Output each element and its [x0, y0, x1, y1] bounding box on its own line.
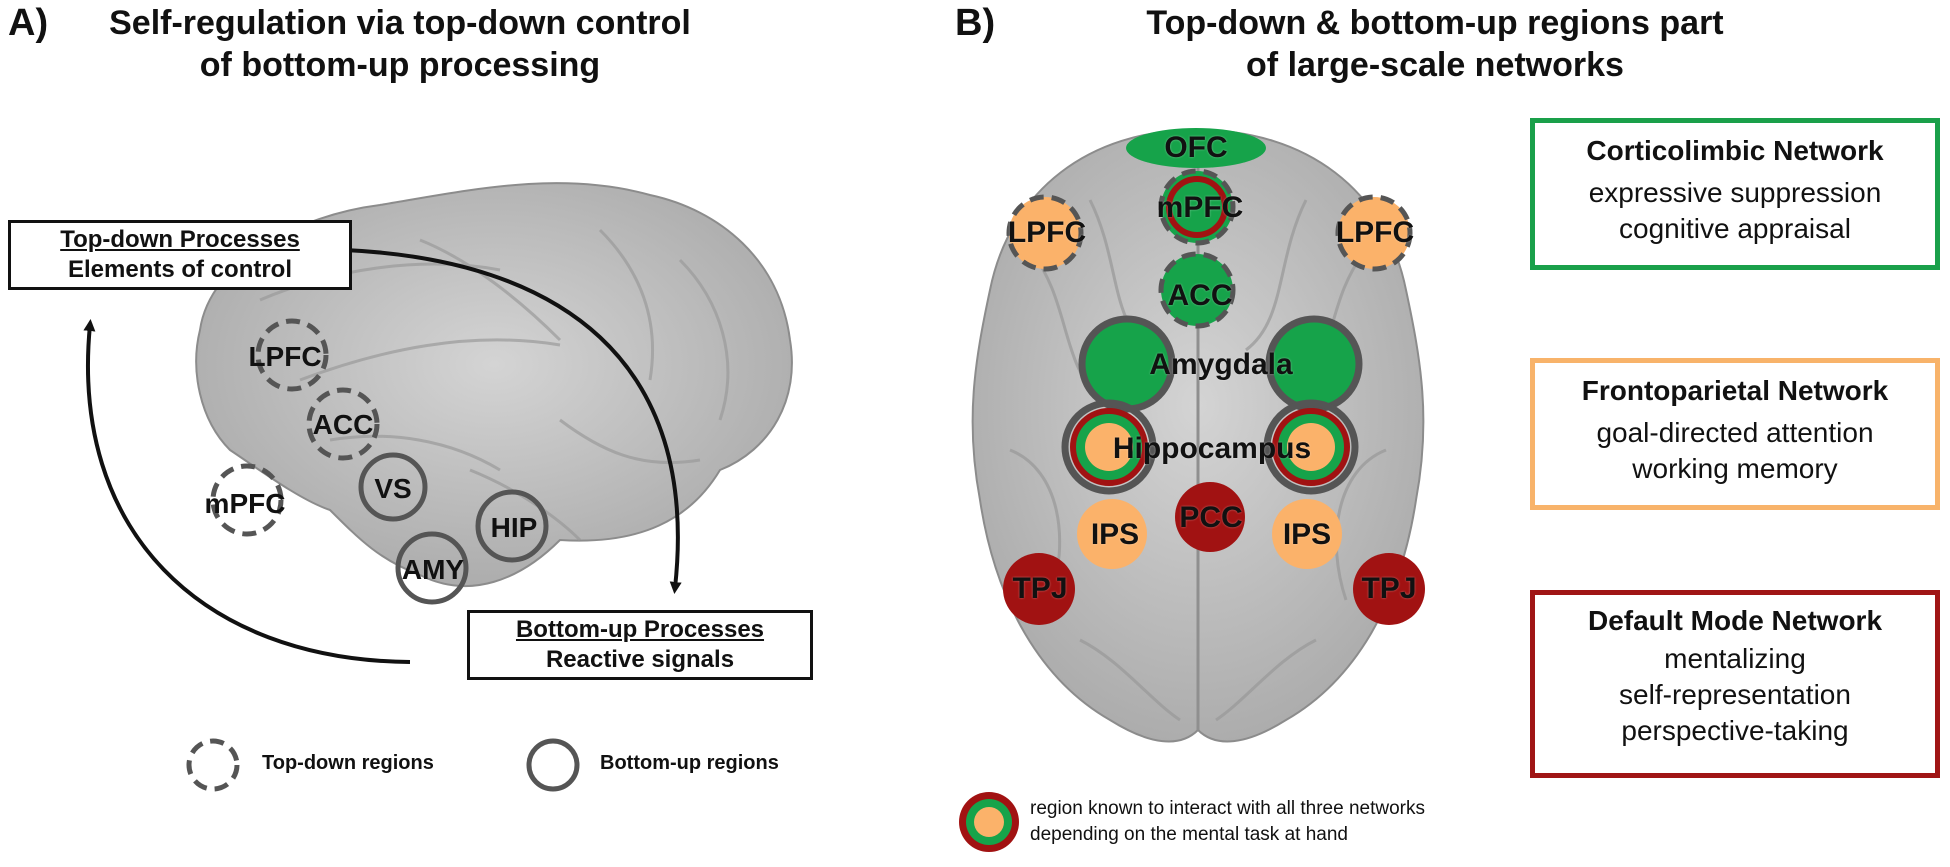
axial-brain	[971, 129, 1425, 743]
default-mode-line-3: perspective-taking	[1621, 715, 1849, 746]
hippocampus-right-orange	[1287, 423, 1335, 471]
panel-a-title-line1: Self-regulation via top-down control	[109, 4, 691, 42]
ofc-ellipse	[1126, 128, 1266, 168]
mpfc-region-redring	[1166, 176, 1228, 238]
amy-circle	[395, 531, 469, 605]
hippocampus-right-region	[1263, 399, 1359, 495]
pcc-region	[1175, 482, 1245, 552]
mpfc-circle	[210, 463, 284, 537]
frontoparietal-network-box: Frontoparietal Network goal-directed att…	[1530, 358, 1940, 510]
bottomup-arrow	[83, 319, 411, 664]
frontoparietal-network-title: Frontoparietal Network	[1581, 375, 1889, 406]
default-mode-network-title: Default Mode Network	[1587, 605, 1883, 636]
label-tpj-right: TPJ	[1361, 572, 1417, 605]
panel-b-title: Top-down & bottom-up regions part of lar…	[1040, 2, 1830, 86]
panel-a-letter: A)	[8, 2, 49, 44]
label-amy: AMY	[401, 554, 465, 585]
lpfc-circle	[255, 318, 329, 392]
label-vs: VS	[374, 473, 412, 504]
panel-a-title-line2: of bottom-up processing	[199, 46, 601, 84]
hippocampus-left-orange	[1085, 423, 1133, 471]
legend-multi-network-symbol-inner	[974, 807, 1004, 837]
corticolimbic-network-box: Corticolimbic Network expressive suppres…	[1530, 118, 1940, 270]
acc-region	[1158, 251, 1236, 329]
lpfc-left-circle	[1006, 194, 1084, 272]
label-tpj-left: TPJ	[1012, 572, 1068, 605]
label-ips-left: IPS	[1090, 518, 1140, 551]
label-hippocampus: Hippocampus	[1112, 432, 1312, 465]
topdown-arrow	[344, 248, 682, 594]
label-mpfc-b: mPFC	[1156, 191, 1244, 224]
label-lpfc: LPFC	[248, 341, 322, 372]
multi-network-legend: region known to interact with all three …	[1030, 796, 1425, 848]
corticolimbic-network-title: Corticolimbic Network	[1586, 135, 1884, 166]
frontoparietal-line-2: working memory	[1632, 453, 1838, 484]
bottomup-box-title: Bottom-up Processes	[515, 616, 765, 643]
multi-network-legend-line1: region known to interact with all three …	[1030, 798, 1425, 819]
tpj-right-region	[1353, 553, 1425, 625]
topdown-box-title: Top-down Processes	[60, 226, 300, 253]
topdown-box-subtitle: Elements of control	[67, 256, 293, 283]
hip-circle	[475, 489, 549, 563]
label-lpfc-right: LPFC	[1335, 216, 1415, 249]
lpfc-right-circle	[1335, 194, 1413, 272]
label-lpfc-left: LPFC	[1007, 216, 1087, 249]
label-pcc: PCC	[1179, 501, 1243, 534]
tpj-left-region	[1003, 553, 1075, 625]
label-mpfc: mPFC	[204, 488, 286, 519]
legend-topdown-label: Top-down regions	[262, 752, 434, 774]
label-acc-b: ACC	[1167, 279, 1233, 312]
panel-a-title: Self-regulation via top-down control of …	[90, 2, 710, 86]
acc-circle	[306, 387, 380, 461]
topdown-processes-box: Top-down Processes Elements of control	[8, 220, 352, 290]
legend-bottomup-label: Bottom-up regions	[600, 752, 779, 774]
hippocampus-left-region	[1061, 399, 1157, 495]
default-mode-line-1: mentalizing	[1664, 643, 1806, 674]
ips-right-region	[1272, 499, 1342, 569]
bottomup-processes-box: Bottom-up Processes Reactive signals	[467, 610, 813, 680]
label-ofc: OFC	[1164, 131, 1228, 164]
legend-topdown-symbol	[186, 738, 240, 792]
panel-b-title-line2: of large-scale networks	[1246, 46, 1624, 84]
default-mode-line-2: self-representation	[1619, 679, 1851, 710]
corticolimbic-line-1: expressive suppression	[1588, 177, 1882, 208]
legend-bottomup-symbol	[526, 738, 580, 792]
panel-b-letter: B)	[955, 2, 996, 44]
label-hip: HIP	[490, 512, 538, 543]
default-mode-network-box: Default Mode Network mentalizing self-re…	[1530, 590, 1940, 778]
multi-network-legend-line2: depending on the mental task at hand	[1030, 824, 1348, 845]
label-ips-right: IPS	[1282, 518, 1332, 551]
label-acc: ACC	[312, 409, 374, 440]
corticolimbic-line-2: cognitive appraisal	[1619, 213, 1851, 244]
vs-circle	[358, 452, 428, 522]
label-amygdala: Amygdala	[1149, 348, 1293, 381]
ips-left-region	[1077, 499, 1147, 569]
frontoparietal-line-1: goal-directed attention	[1596, 417, 1874, 448]
panel-b-title-line1: Top-down & bottom-up regions part	[1146, 4, 1724, 42]
bottomup-box-subtitle: Reactive signals	[545, 646, 735, 673]
